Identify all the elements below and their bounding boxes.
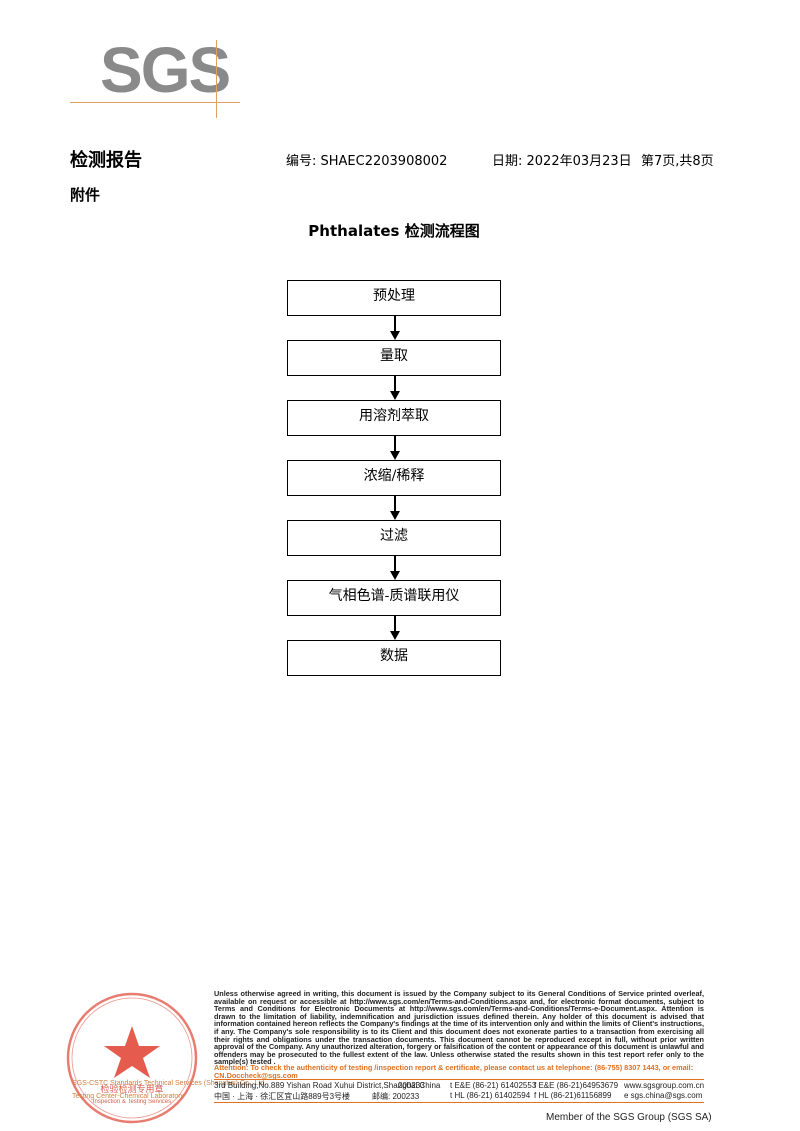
flow-step-gcms: 气相色谱-质谱联用仪	[287, 580, 501, 616]
footer-attention: Attention: To check the authenticity of …	[214, 1063, 694, 1080]
seal-sub-text: Inspection & Testing Services	[93, 1099, 171, 1105]
postcode-en: 200233	[398, 1081, 425, 1090]
email: e sgs.china@sgs.com	[624, 1091, 703, 1100]
sgs-logo: SGS	[100, 34, 231, 106]
footer-disclaimer: Unless otherwise agreed in writing, this…	[214, 989, 704, 1067]
address-en: 3rd Building,No.889 Yishan Road Xuhui Di…	[214, 1081, 441, 1090]
flow-arrow	[388, 376, 402, 400]
flow-step-pretreatment: 预处理	[287, 280, 501, 316]
flow-arrow	[388, 316, 402, 340]
website: www.sgsgroup.com.cn	[624, 1081, 705, 1090]
seal-center-text: 检验检测专用章	[100, 1083, 163, 1095]
telephone-cn: t HL (86-21) 61402594	[450, 1091, 531, 1100]
logo-rule-horizontal	[70, 102, 240, 103]
footer-divider	[214, 1079, 704, 1080]
flow-step-concentrate-dilute: 浓缩/稀释	[287, 460, 501, 496]
report-number: 编号: SHAEC2203908002	[286, 154, 448, 169]
report-date: 日期: 2022年03月23日	[492, 154, 632, 169]
report-title: 检测报告	[70, 150, 142, 171]
flow-step-filter: 过滤	[287, 520, 501, 556]
logo-rule-vertical	[216, 40, 217, 118]
side-lab-text: Testing Center-Chemical Laboratory	[72, 1093, 185, 1100]
flow-step-solvent-extraction: 用溶剂萃取	[287, 400, 501, 436]
postcode-cn: 邮编: 200233	[372, 1092, 420, 1101]
attachment-label: 附件	[70, 186, 101, 204]
address-cn: 中国 · 上海 · 徐汇区宜山路889号3号楼	[214, 1092, 351, 1101]
fax-cn: f HL (86-21)61156899	[534, 1091, 612, 1100]
flow-arrow	[388, 496, 402, 520]
telephone-en: t E&E (86-21) 61402553	[450, 1081, 537, 1090]
inspection-seal-stamp: 检验检测专用章 Inspection & Testing Services	[66, 992, 198, 1124]
fax-en: f E&E (86-21)64953679	[534, 1081, 619, 1090]
flowchart-title: Phthalates 检测流程图	[308, 222, 480, 240]
flow-arrow	[388, 616, 402, 640]
footer-divider-bottom	[214, 1102, 704, 1103]
flow-arrow	[388, 556, 402, 580]
flow-arrow	[388, 436, 402, 460]
page-indicator: 第7页,共8页	[641, 154, 714, 169]
side-company-text: SGS-CSTC Standards Technical Services (S…	[72, 1080, 267, 1087]
flow-step-data: 数据	[287, 640, 501, 676]
sgs-group-membership: Member of the SGS Group (SGS SA)	[546, 1112, 712, 1123]
flow-step-measure: 量取	[287, 340, 501, 376]
